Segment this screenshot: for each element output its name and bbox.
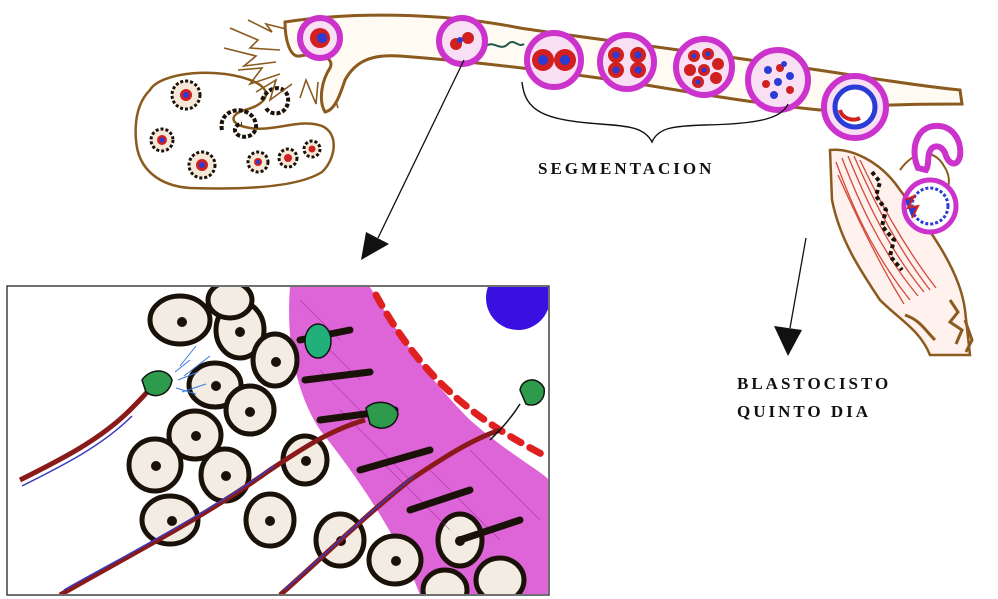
label-quinto-dia: QUINTO DIA bbox=[737, 402, 871, 422]
arrow-to-blastocisto bbox=[774, 238, 806, 356]
fertilization-detail-inset bbox=[7, 266, 550, 599]
oocyte-nucleus-spot bbox=[486, 266, 550, 330]
arrow-to-detail bbox=[361, 60, 464, 260]
sperm-2-head bbox=[366, 402, 398, 428]
embryo-8-cell bbox=[676, 39, 732, 95]
corpus-luteum bbox=[222, 110, 257, 136]
label-segmentacion: SEGMENTACION bbox=[538, 159, 714, 179]
embryo-morula bbox=[748, 50, 808, 110]
label-blastocisto: BLASTOCISTO bbox=[737, 374, 891, 394]
embryo-blastocyst-tube bbox=[824, 76, 886, 138]
embryo-stage-1 bbox=[300, 18, 340, 58]
uterus-wall bbox=[830, 126, 972, 355]
implanting-blastocyst bbox=[904, 180, 956, 232]
ovary bbox=[136, 73, 334, 189]
oocyte-teal-marker bbox=[305, 324, 331, 358]
embryo-2-cell bbox=[527, 33, 581, 87]
embryo-stage-2 bbox=[439, 18, 485, 64]
ovulating-follicle bbox=[262, 88, 288, 113]
uterine-fold bbox=[915, 126, 961, 170]
embryo-4-cell bbox=[600, 35, 654, 89]
